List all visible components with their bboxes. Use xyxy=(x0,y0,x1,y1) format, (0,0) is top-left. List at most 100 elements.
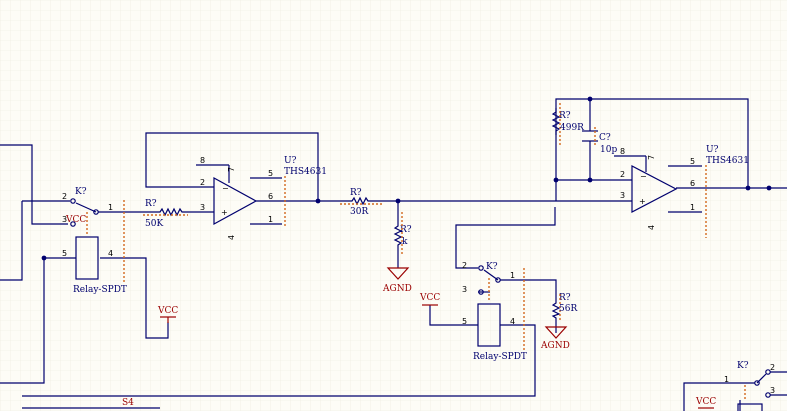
opamp-u2[interactable]: − + 8 7 2 3 5 6 1 4 U? THS4631 xyxy=(614,145,749,238)
agnd-symbol-1[interactable]: AGND xyxy=(382,267,412,294)
relay-2-part-name: Relay-SPDT xyxy=(473,352,527,362)
relay-2-pin1-label: 1 xyxy=(510,271,515,280)
wire-k2-pin2[interactable] xyxy=(455,207,556,269)
relay-1-pin5-label: 5 xyxy=(62,249,67,258)
opamp-u2-part-name: THS4631 xyxy=(706,156,749,166)
opamp-u1-noninverting-sign: + xyxy=(221,208,228,217)
wire-u1-feedback[interactable] xyxy=(145,132,319,201)
resistor-50k[interactable]: R? 50K xyxy=(143,199,188,229)
relay-1-contact-3 xyxy=(70,221,76,227)
opamp-u2-noninverting-sign: + xyxy=(639,197,646,206)
resistor-k-body xyxy=(393,222,403,248)
relay-2-contact-3 xyxy=(478,289,484,295)
opamp-u1-part-name: THS4631 xyxy=(284,167,327,177)
vcc-symbol-3[interactable]: VCC xyxy=(695,397,716,409)
wire-k1-coil-in[interactable] xyxy=(0,257,76,384)
wires xyxy=(0,98,787,411)
wire-left-2[interactable] xyxy=(0,201,23,281)
relay-1-vcc-label: VCC xyxy=(65,215,86,225)
relay-3-switch-arm xyxy=(756,373,767,384)
opamp-u1-inverting-sign: − xyxy=(222,184,229,193)
junction-dot xyxy=(745,185,751,191)
vcc-1-label: VCC xyxy=(157,306,178,316)
resistor-k[interactable]: R? k xyxy=(393,212,412,255)
resistor-56r-designator: R? xyxy=(559,293,571,303)
relay-3-pin2-label: 2 xyxy=(770,363,775,372)
relay-1-part-name: Relay-SPDT xyxy=(73,285,127,295)
opamp-u2-triangle xyxy=(631,165,678,213)
relay-3-contact-2 xyxy=(765,369,771,375)
relay-2-pin2-label: 2 xyxy=(462,261,467,270)
opamp-u2-inverting-sign: − xyxy=(640,172,647,181)
agnd-1-label: AGND xyxy=(382,284,412,294)
relay-3-designator: K? xyxy=(737,361,749,371)
relay-2-pin3-label: 3 xyxy=(462,285,467,294)
junction-dot xyxy=(766,185,772,191)
relay-1-coil xyxy=(75,236,99,280)
opamp-u1-pin6: 6 xyxy=(268,192,273,201)
opamp-u2-pin2: 2 xyxy=(620,170,625,179)
opamp-u1-pin5: 5 xyxy=(268,169,273,178)
vcc-3-label: VCC xyxy=(695,397,716,407)
resistor-30r-designator: R? xyxy=(350,188,362,198)
relay-1-designator: K? xyxy=(75,187,87,197)
opamp-u2-pin3: 3 xyxy=(620,191,625,200)
capacitor-10p[interactable]: C? 10p xyxy=(582,127,617,155)
relay-2[interactable]: K? 2 1 3 5 4 Relay-SPDT xyxy=(462,261,527,362)
junction-dot xyxy=(587,177,593,183)
opamp-u2-pin8: 8 xyxy=(620,147,625,156)
wire-k2-coil[interactable] xyxy=(22,324,536,397)
relay-3-coil xyxy=(737,403,763,411)
resistor-499r-value: 499R xyxy=(560,123,584,133)
opamp-u1-pin7: 7 xyxy=(227,167,236,172)
opamp-u1[interactable]: − + 8 7 2 3 5 6 1 4 U? THS4631 xyxy=(196,156,327,240)
relay-1[interactable]: K? 2 1 3 VCC 5 4 Relay-SPDT xyxy=(62,187,127,295)
junction-dot xyxy=(395,198,401,204)
relay-1-pin3-label: 3 xyxy=(62,215,67,224)
vcc-2-label: VCC xyxy=(419,293,440,303)
relay-1-common-contact xyxy=(93,209,99,215)
wire-k2-pin1[interactable] xyxy=(500,279,557,300)
relay-1-contact-2 xyxy=(70,198,76,204)
wire-k1-coil-out[interactable] xyxy=(100,257,169,339)
resistor-56r-body xyxy=(551,300,561,320)
opamp-u1-designator: U? xyxy=(284,156,297,166)
wire-u2-feedback[interactable] xyxy=(555,98,749,201)
junction-dot xyxy=(587,96,593,102)
wire-k3-pin1[interactable] xyxy=(683,382,755,411)
relay-3[interactable]: K? 1 2 3 xyxy=(724,361,775,411)
wire-left-input[interactable] xyxy=(0,144,68,225)
relay-3-common-contact xyxy=(754,380,760,386)
resistor-499r[interactable]: R? 499R xyxy=(551,103,584,146)
resistor-499r-designator: R? xyxy=(559,111,571,121)
resistor-499r-body xyxy=(551,108,561,135)
relay-3-pin1-label: 1 xyxy=(724,375,729,384)
relay-2-contact-2 xyxy=(478,265,484,271)
junctions xyxy=(41,96,772,261)
vcc-symbol-1[interactable]: VCC xyxy=(157,306,178,323)
relay-1-pin1-label: 1 xyxy=(108,203,113,212)
resistor-50k-value: 50K xyxy=(145,219,163,229)
wire-vcc2-coil[interactable] xyxy=(429,305,478,326)
opamp-u2-designator: U? xyxy=(706,145,719,155)
opamp-u2-pin7: 7 xyxy=(647,155,656,160)
relay-3-pin3-label: 3 xyxy=(770,386,775,395)
opamp-u2-pin4: 4 xyxy=(647,225,656,230)
capacitor-10p-value: 10p xyxy=(600,145,617,155)
opamp-u1-pin4: 4 xyxy=(227,235,236,240)
opamp-u2-pin1: 1 xyxy=(690,203,695,212)
resistor-50k-designator: R? xyxy=(145,199,157,209)
relay-2-designator: K? xyxy=(486,262,498,272)
resistor-k-value: k xyxy=(402,237,408,247)
opamp-u1-triangle xyxy=(213,176,258,226)
agnd-symbol-2[interactable]: AGND xyxy=(540,326,570,351)
opamp-u2-pin5: 5 xyxy=(690,157,695,166)
junction-dot xyxy=(315,198,321,204)
resistor-56r[interactable]: R? 56R xyxy=(551,293,577,322)
resistor-30r[interactable]: R? 30R xyxy=(340,188,382,217)
vcc-symbol-2[interactable]: VCC xyxy=(419,293,440,306)
opamp-u2-pin6: 6 xyxy=(690,179,695,188)
